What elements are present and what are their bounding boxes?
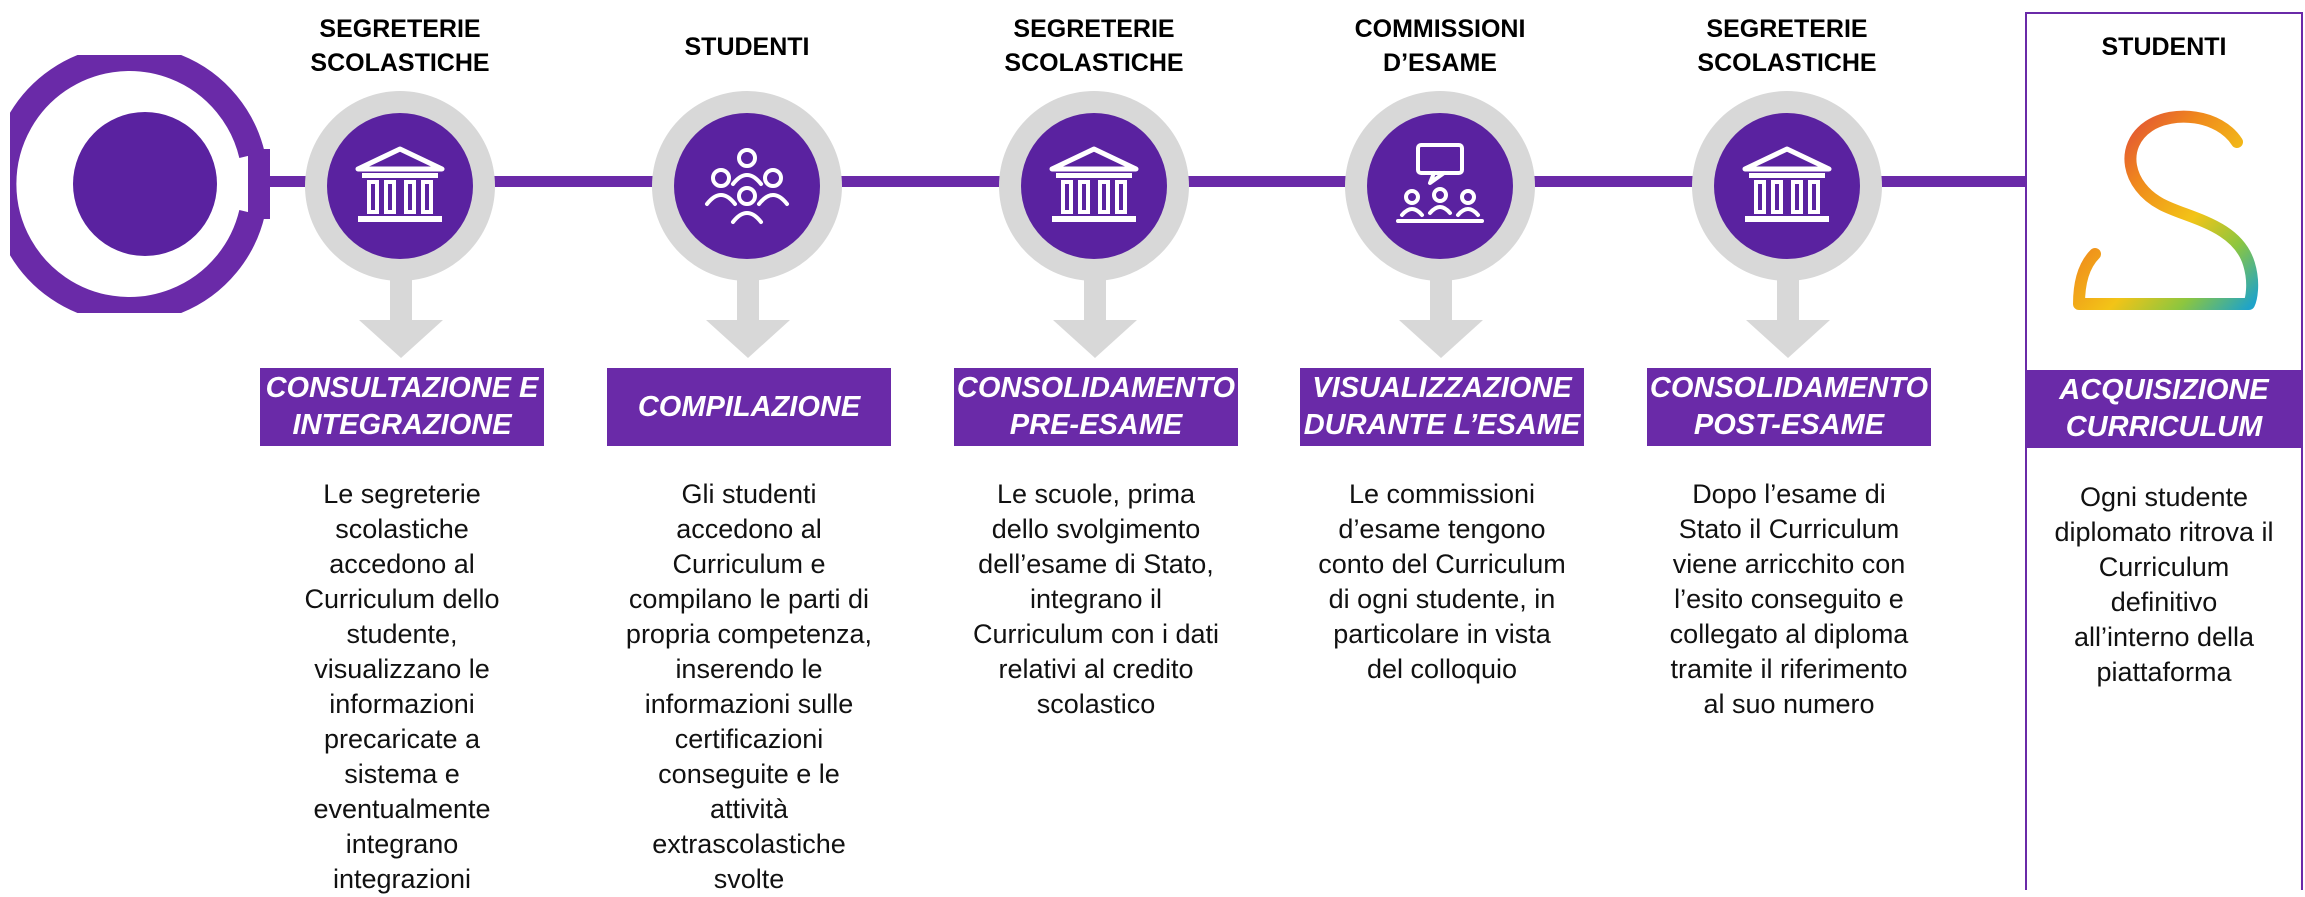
stage-ring: [305, 91, 495, 281]
down-arrow-icon: [1746, 320, 1830, 358]
stage-icon-circle: [1367, 113, 1513, 259]
stage-ring: [1345, 91, 1535, 281]
stage-description: Le scuole, prima dello svolgimento dell’…: [972, 479, 1220, 719]
stage-ring: [652, 91, 842, 281]
stage-compilazione: STUDENTI COMPILAZIONE Gli studenti acced…: [597, 0, 897, 894]
actor-label: SEGRETERIE SCOLASTICHE: [1004, 15, 1184, 77]
down-arrow-stem: [1777, 275, 1799, 323]
actor-label: STUDENTI: [2101, 33, 2227, 61]
down-arrow-icon: [706, 320, 790, 358]
final-stage-frame: STUDENTI ACQUISIZIONE CURRICULUM Ogni st…: [2025, 12, 2303, 890]
stage-consultazione: SEGRETERIE SCOLASTICHE CONSULTAZIONE E I…: [250, 0, 550, 894]
stage-description: Ogni studente diplomato ritrova il Curri…: [2054, 482, 2274, 687]
down-arrow-icon: [1399, 320, 1483, 358]
stage-title: COMPILAZIONE: [607, 368, 891, 446]
stage-ring: [1692, 91, 1882, 281]
stage-title: VISUALIZZAZIONE DURANTE L’ESAME: [1300, 368, 1584, 446]
stage-title: ACQUISIZIONE CURRICULUM: [2027, 370, 2301, 448]
start-marker-icon: [10, 55, 270, 313]
stage-title: CONSOLIDAMENTO POST-ESAME: [1647, 368, 1931, 446]
stage-description: Gli studenti accedono al Curriculum e co…: [625, 479, 873, 894]
stage-visualizzazione: COMMISSIONI D’ESAME VISUALIZZAZIONE DURA…: [1290, 0, 1590, 892]
stage-ring: [999, 91, 1189, 281]
students-group-icon: [705, 148, 789, 224]
stage-consolidamento-pre: SEGRETERIE SCOLASTICHE CONSOLIDAMENTO PR…: [944, 0, 1244, 892]
actor-label: COMMISSIONI D’ESAME: [1354, 15, 1526, 77]
curriculum-logo-icon: [2073, 110, 2259, 310]
actor-label: STUDENTI: [684, 33, 810, 61]
down-arrow-stem: [1430, 275, 1452, 323]
bank-icon: [1742, 146, 1832, 222]
stage-icon-circle: [1714, 113, 1860, 259]
down-arrow-stem: [737, 275, 759, 323]
down-arrow-icon: [1053, 320, 1137, 358]
bank-icon: [1049, 146, 1139, 222]
stage-icon-circle: [1021, 113, 1167, 259]
commission-meeting-icon: [1396, 143, 1484, 223]
down-arrow-icon: [359, 320, 443, 358]
stage-description: Le segreterie scolastiche accedono al Cu…: [304, 479, 500, 894]
stage-icon-circle: [327, 113, 473, 259]
stage-consolidamento-post: SEGRETERIE SCOLASTICHE CONSOLIDAMENTO PO…: [1637, 0, 1937, 892]
stage-title: CONSULTAZIONE E INTEGRAZIONE: [260, 368, 544, 446]
down-arrow-stem: [1084, 275, 1106, 323]
bank-icon: [355, 146, 445, 222]
actor-label: SEGRETERIE SCOLASTICHE: [310, 15, 490, 77]
stage-description: Dopo l’esame di Stato il Curriculum vien…: [1669, 479, 1909, 719]
stage-icon-circle: [674, 113, 820, 259]
stage-description: Le commissioni d’esame tengono conto del…: [1318, 479, 1566, 684]
down-arrow-stem: [390, 275, 412, 323]
actor-label: SEGRETERIE SCOLASTICHE: [1697, 15, 1877, 77]
stage-title: CONSOLIDAMENTO PRE-ESAME: [954, 368, 1238, 446]
